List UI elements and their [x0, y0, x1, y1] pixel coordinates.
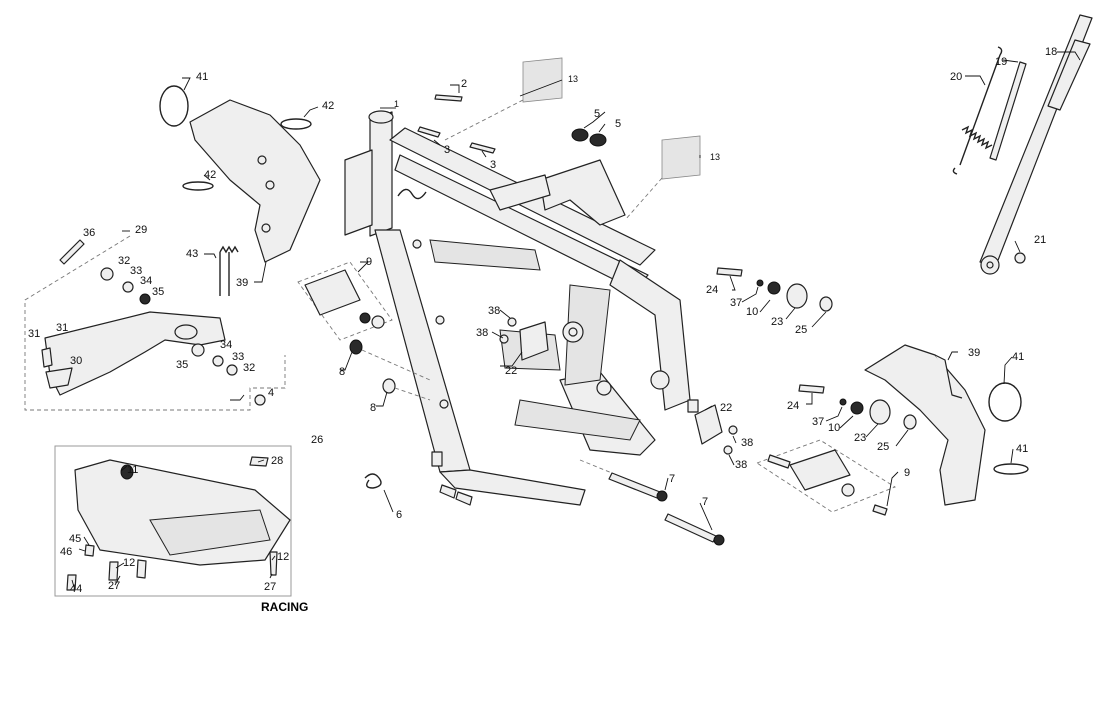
- part-labels: 1 2 3 3 4 5 5 6 7 7 8 8 9 9 10 10 11 12 …: [28, 46, 1057, 614]
- callout-38: 38: [741, 437, 753, 449]
- callout-43: 43: [186, 248, 198, 260]
- callout-7: 7: [702, 496, 708, 508]
- callout-32: 32: [118, 255, 130, 267]
- callout-41: 41: [196, 71, 208, 83]
- callout-11: 11: [127, 464, 138, 476]
- callout-2: 2: [461, 78, 467, 90]
- callout-30: 30: [70, 355, 82, 367]
- callout-42: 42: [322, 100, 334, 112]
- callout-38: 38: [735, 459, 747, 471]
- callout-32: 32: [243, 362, 255, 374]
- callout-19: 19: [995, 56, 1007, 68]
- pins: [417, 94, 496, 154]
- racing-caption: RACING: [261, 600, 308, 614]
- callout-3: 3: [490, 159, 496, 171]
- radiator-guard-left: [159, 85, 321, 296]
- callout-27: 27: [108, 580, 120, 592]
- callout-23: 23: [854, 432, 866, 444]
- callout-33: 33: [232, 351, 244, 363]
- callout-10: 10: [746, 306, 758, 318]
- bumpers: [571, 128, 607, 147]
- callout-37: 37: [730, 297, 742, 309]
- callout-39: 39: [236, 277, 248, 289]
- callout-37: 37: [812, 416, 824, 428]
- callout-8: 8: [339, 366, 345, 378]
- callout-3: 3: [444, 144, 450, 156]
- pivot-spacers-right: [716, 267, 917, 430]
- brake-pedal-group: [24, 235, 286, 411]
- callout-21: 21: [1034, 234, 1046, 246]
- callout-24: 24: [787, 400, 799, 412]
- callout-9: 9: [904, 467, 910, 479]
- callout-8: 8: [370, 402, 376, 414]
- callout-42: 42: [204, 169, 216, 181]
- callout-12: 12: [277, 551, 289, 563]
- callout-23: 23: [771, 316, 783, 328]
- callout-29: 29: [135, 224, 147, 236]
- callout-25: 25: [795, 324, 807, 336]
- callout-18: 18: [1045, 46, 1057, 58]
- callout-36: 36: [83, 227, 95, 239]
- spring-6: [364, 473, 382, 489]
- callout-45: 45: [69, 533, 81, 545]
- callout-9: 9: [366, 256, 372, 268]
- callout-38: 38: [488, 305, 500, 317]
- callout-5: 5: [594, 108, 600, 120]
- callout-41: 41: [1016, 443, 1028, 455]
- leader-lines: [71, 51, 1081, 588]
- callout-22: 22: [505, 365, 517, 377]
- callout-26: 26: [311, 434, 323, 446]
- callout-25: 25: [877, 441, 889, 453]
- side-stand: [952, 14, 1093, 275]
- mount-brackets: [499, 317, 738, 455]
- callout-27: 27: [264, 581, 276, 593]
- frame-bushings: [349, 339, 473, 506]
- callout-7: 7: [669, 473, 675, 485]
- callout-28: 28: [271, 455, 283, 467]
- callout-35: 35: [152, 286, 164, 298]
- callout-12: 12: [123, 557, 135, 569]
- footpeg-right-assembly: [756, 439, 896, 516]
- callout-41: 41: [1012, 351, 1024, 363]
- callout-39: 39: [968, 347, 980, 359]
- callout-10: 10: [828, 422, 840, 434]
- callout-35: 35: [176, 359, 188, 371]
- callout-13: 13: [568, 74, 578, 84]
- callout-13: 13: [710, 152, 720, 162]
- callout-31: 31: [28, 328, 40, 340]
- callout-6: 6: [396, 509, 402, 521]
- radiator-guard-right: [864, 344, 1029, 506]
- callout-22: 22: [720, 402, 732, 414]
- callout-5: 5: [615, 118, 621, 130]
- callout-34: 34: [140, 275, 152, 287]
- callout-1: 1: [394, 99, 399, 109]
- frame: [344, 110, 699, 506]
- callout-4: 4: [268, 387, 274, 399]
- callout-38: 38: [476, 327, 488, 339]
- callout-46: 46: [60, 546, 72, 558]
- callout-24: 24: [706, 284, 718, 296]
- footpeg-left-assembly: [297, 261, 393, 341]
- callout-20: 20: [950, 71, 962, 83]
- callout-31: 31: [56, 322, 68, 334]
- callout-44: 44: [70, 583, 82, 595]
- callout-34: 34: [220, 339, 232, 351]
- skid-plate-group: [54, 445, 292, 597]
- engine-bolts: [579, 459, 725, 546]
- callout-33: 33: [130, 265, 142, 277]
